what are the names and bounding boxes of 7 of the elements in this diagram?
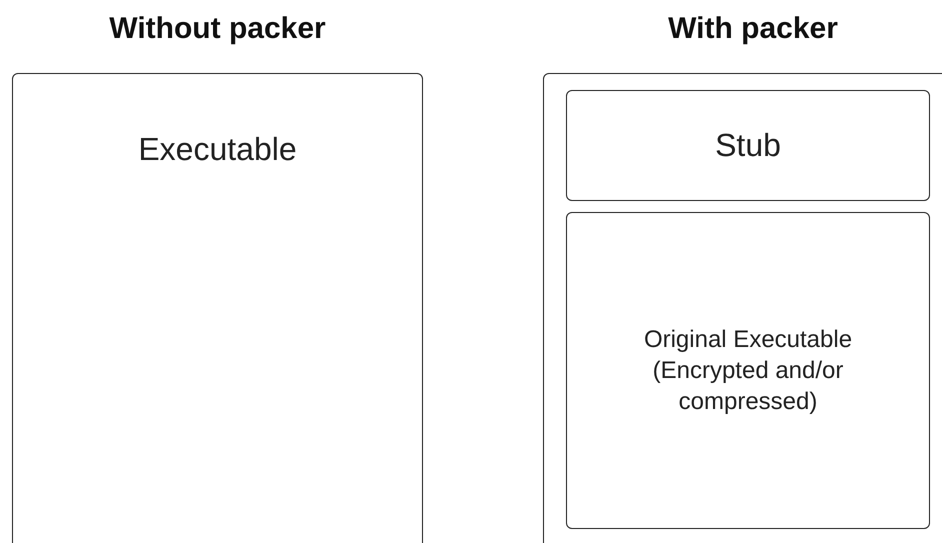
payload-box bbox=[566, 212, 930, 529]
box-label: Executable bbox=[137, 130, 298, 169]
panel-heading: Without packer bbox=[108, 12, 327, 46]
box-label: Stub bbox=[714, 126, 782, 165]
panel-heading: With packer bbox=[667, 12, 839, 46]
stub-box bbox=[566, 90, 930, 201]
box-label: Original Executable (Encrypted and/or compressed) bbox=[642, 324, 854, 418]
